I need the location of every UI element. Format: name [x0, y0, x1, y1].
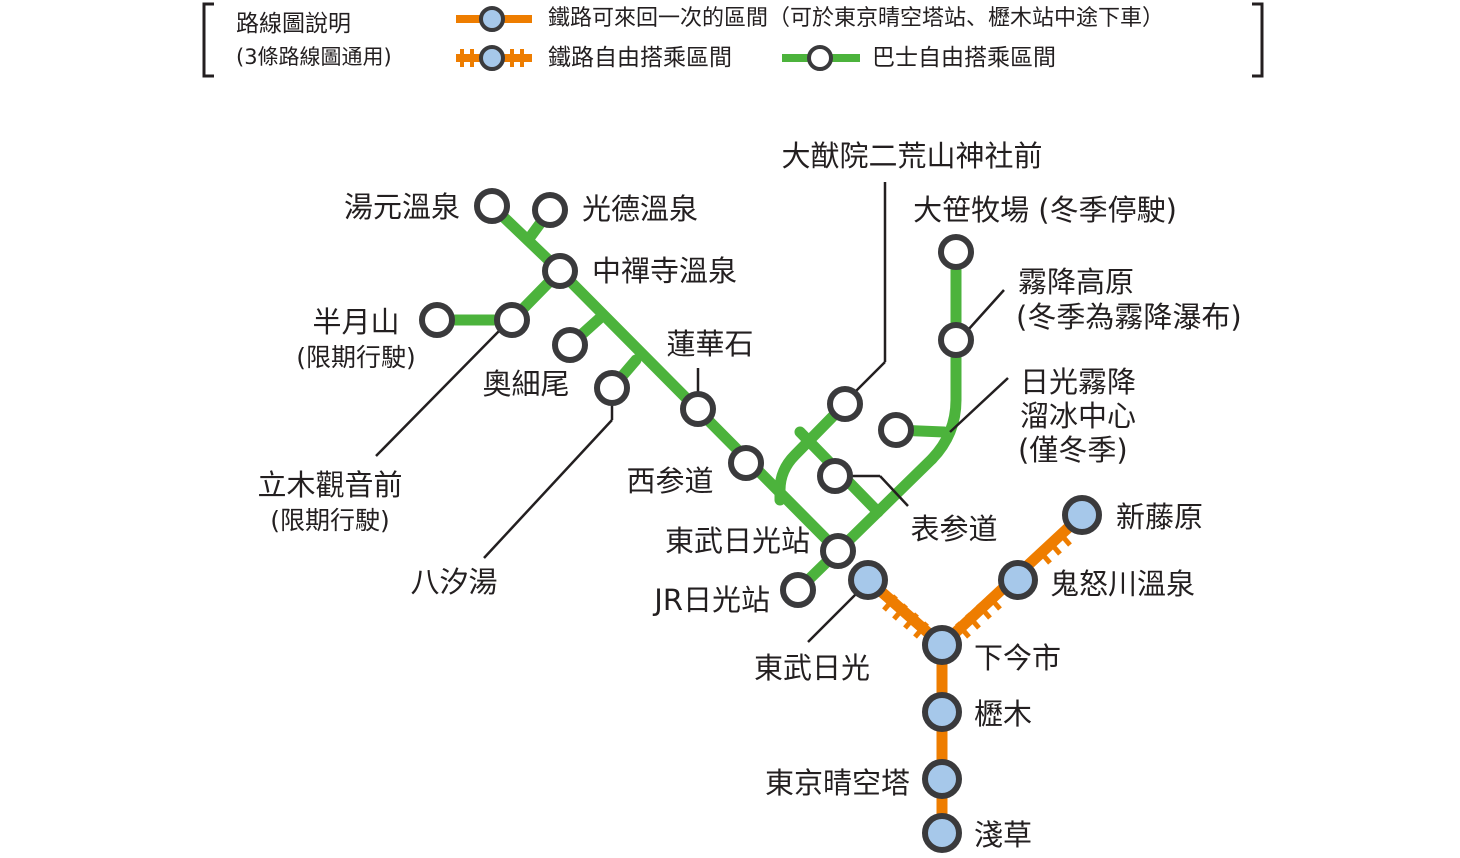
stop-kotoku [532, 192, 568, 228]
bus-line-tobu-omotesando [832, 453, 938, 557]
legend-rail-once-label: 鐵路可來回一次的區間（可於東京晴空塔站、櫪木站中途下車） [548, 6, 1165, 31]
label-chuzenji: 中禪寺溫泉 [592, 254, 737, 288]
legend-rail-free-ticks [460, 49, 524, 67]
station-asakusa [922, 813, 962, 853]
rail-stations [848, 495, 1102, 853]
bus-line-taiyuin-branch [774, 398, 851, 506]
label-icecenter-1: 日光霧降 [1020, 365, 1136, 399]
leader-kirifuri [967, 289, 1005, 331]
label-tobu-nikko-rail: 東武日光 [754, 651, 870, 685]
label-nishisando: 西参道 [626, 464, 713, 498]
station-labels: 湯元溫泉 光德溫泉 中禪寺溫泉 半月山 (限期行駛) 奧細尾 蓮華石 西参道 立… [257, 139, 1241, 852]
label-shimoimaichi: 下今市 [974, 641, 1061, 675]
legend-bracket-right [1252, 2, 1264, 78]
label-asakusa: 淺草 [974, 818, 1032, 852]
label-hangetsuyama-note: (限期行駛) [296, 343, 416, 372]
stop-jr-nikko [780, 572, 816, 608]
stop-rengeseki [680, 391, 716, 427]
label-yumoto: 湯元溫泉 [344, 190, 460, 224]
leader-taiyuin [854, 361, 886, 393]
label-kirifuri-kogen-note: (冬季為霧降瀑布) [1016, 300, 1242, 334]
label-icecenter-3: (僅冬季) [1018, 433, 1128, 467]
label-kirifuri-kogen: 霧降高原 [1018, 265, 1134, 299]
stop-kirifuri-kogen [938, 322, 974, 358]
label-osasa: 大笹牧場 (冬季停駛) [913, 193, 1177, 227]
stop-tobu-nikko-bus [820, 533, 856, 569]
leader-hasshio-2 [483, 419, 613, 559]
label-hangetsuyama: 半月山 [312, 305, 399, 339]
label-tachiki: 立木觀音前 [257, 468, 402, 502]
legend-rail-free-label: 鐵路自由搭乘區間 [548, 45, 732, 71]
label-hasshio: 八汐湯 [410, 565, 497, 599]
legend-bus-stop-icon [807, 45, 833, 71]
stop-yumoto [474, 188, 510, 224]
legend-bracket-left [202, 2, 214, 78]
stop-taiyuin [827, 386, 863, 422]
stop-icecenter [878, 412, 914, 448]
label-tobu-nikko-bus: 東武日光站 [665, 524, 810, 558]
station-shimoimaichi [922, 625, 962, 665]
stop-nishisando [728, 445, 764, 481]
stop-chuzenji [542, 253, 578, 289]
station-kinugawa [998, 560, 1038, 600]
label-taiyuin: 大猷院二荒山神社前 [781, 139, 1042, 173]
label-kotoku: 光德溫泉 [582, 192, 698, 226]
legend-rail-free-station-icon [479, 45, 505, 71]
station-tochigi [922, 692, 962, 732]
station-skytree [922, 759, 962, 799]
stop-omotesando [817, 458, 853, 494]
leader-tachiki [375, 329, 501, 457]
leader-omotesando-2 [879, 475, 909, 507]
leader-icecenter [949, 377, 1009, 433]
stop-tachiki [494, 302, 530, 338]
leader-lines [375, 182, 1009, 643]
legend-bus-label: 巴士自由搭乘區間 [872, 45, 1056, 71]
legend-subtitle: (3條路線圖通用) [236, 45, 392, 69]
station-shinfujiwara [1062, 495, 1102, 535]
stop-hasshio [594, 370, 630, 406]
legend-title: 路線圖說明 [236, 11, 351, 37]
bus-stops [419, 188, 974, 608]
label-kinugawa: 鬼怒川溫泉 [1050, 567, 1195, 601]
label-jr-nikko: JR日光站 [652, 583, 770, 617]
stop-okuhosoo [552, 327, 588, 363]
label-shinfujiwara: 新藤原 [1116, 500, 1203, 534]
leader-tobu-nikko [807, 591, 859, 643]
legend: 路線圖說明 (3條路線圖通用) 鐵路可來回一次的區間（可於東京晴空塔站、櫪木站中… [0, 0, 1460, 90]
legend-graphics [202, 2, 1264, 78]
label-tachiki-note: (限期行駛) [270, 506, 390, 535]
station-tobu-nikko [848, 560, 888, 600]
label-skytree: 東京晴空塔 [765, 766, 910, 800]
label-tochigi: 櫪木 [974, 697, 1032, 731]
label-okuhosoo: 奧細尾 [482, 367, 569, 401]
bus-line-kirifuri [926, 246, 962, 465]
rail-free-ticks [882, 529, 1072, 639]
legend-rail-once-station-icon [479, 6, 505, 32]
label-omotesando: 表参道 [910, 512, 997, 546]
label-rengeseki: 蓮華石 [666, 327, 753, 361]
stop-osasa [938, 234, 974, 270]
stop-hangetsuyama [419, 302, 455, 338]
label-icecenter-2: 溜冰中心 [1020, 399, 1136, 433]
